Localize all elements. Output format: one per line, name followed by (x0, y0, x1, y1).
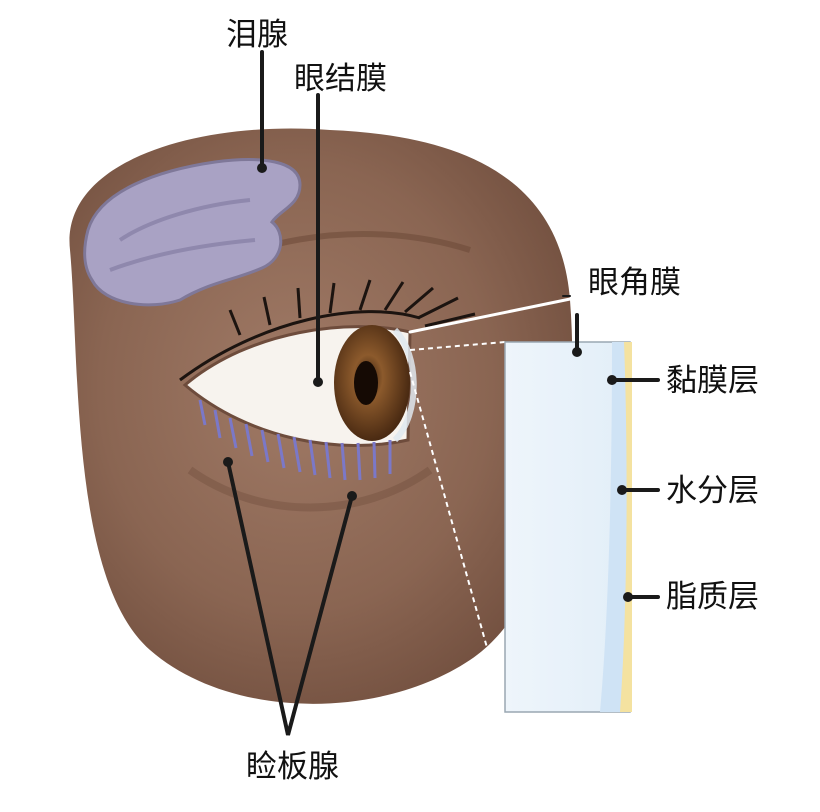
pupil (354, 361, 378, 405)
label-cornea: 眼角膜 (588, 265, 681, 301)
meibomian-gland-lines (198, 399, 392, 481)
leader-lines (226, 50, 660, 736)
upper-eyelashes (179, 279, 476, 382)
label-meibomian-glands: 睑板腺 (246, 749, 339, 785)
zoom-lines (409, 341, 506, 713)
lipid-layer-band (620, 342, 632, 712)
label-lacrimal-gland: 泪腺 (226, 17, 288, 53)
lacrimal-gland (83, 158, 302, 307)
label-conjunctiva: 眼结膜 (294, 61, 387, 97)
leader-dots (223, 163, 633, 602)
label-mucin-layer: 黏膜层 (666, 363, 759, 399)
tear-film-panel (504, 341, 632, 713)
label-lipid-layer: 脂质层 (666, 579, 759, 615)
aqueous-layer-band (600, 342, 630, 712)
lower-lid-shadow (187, 466, 433, 512)
label-aqueous-layer: 水分层 (666, 473, 759, 509)
